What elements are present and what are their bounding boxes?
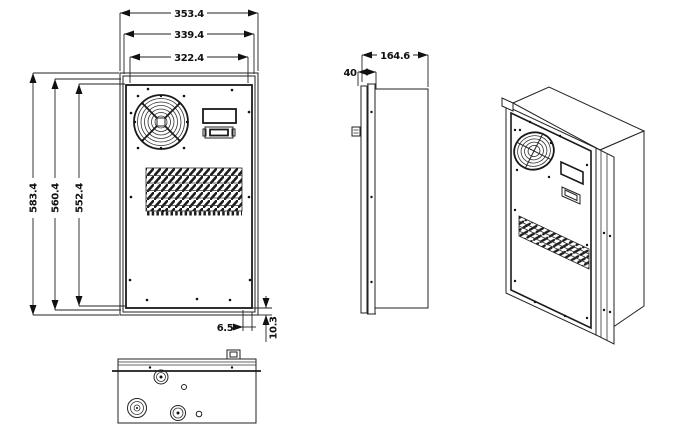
side-view (351, 83, 429, 315)
dimension-width-middle: 339.4 (123, 28, 255, 74)
dimension-corner-y: 10.3 (252, 296, 280, 342)
iso-handle (561, 186, 581, 205)
dim-label-339-4: 339.4 (174, 30, 204, 41)
bottom-connector-tab (226, 349, 241, 360)
dimension-corner-x: 6.5 (217, 310, 256, 334)
isometric-view (501, 86, 646, 345)
dim-label-583-4: 583.4 (29, 183, 40, 213)
side-front-strip-2 (367, 83, 376, 315)
side-front-strip-1 (360, 85, 368, 314)
dimension-height-middle: 560.4 (49, 78, 121, 311)
cable-glands (127, 369, 203, 421)
dim-label-560-4: 560.4 (51, 183, 62, 213)
louver-vents (145, 167, 243, 216)
side-latch (351, 126, 361, 137)
dim-label-552-4: 552.4 (75, 183, 86, 213)
front-flange-outer (119, 72, 259, 316)
iso-louvers (518, 215, 590, 270)
iso-frame-bars (595, 147, 615, 345)
handle (202, 126, 236, 139)
iso-display-window (560, 160, 584, 186)
dim-label-322-4: 322.4 (174, 53, 204, 64)
dim-label-10-3: 10.3 (269, 316, 280, 340)
dimension-height-outer: 583.4 (27, 72, 119, 316)
iso-mount-ear (501, 97, 514, 112)
side-body (374, 88, 429, 309)
panel-screws (128, 87, 252, 302)
bottom-body (117, 358, 257, 424)
dimension-depth-overall: 164.6 (361, 49, 429, 87)
dim-label-6-5: 6.5 (217, 323, 234, 334)
display-window (202, 108, 237, 124)
iso-screws (513, 120, 589, 320)
dimension-height-inner: 552.4 (73, 83, 125, 307)
dimension-width-inner: 322.4 (129, 51, 249, 83)
front-view (119, 72, 259, 316)
bottom-view (112, 349, 261, 424)
dim-label-164-6: 164.6 (380, 51, 410, 62)
dimension-width-outer: 353.4 (119, 7, 259, 71)
fan (133, 94, 189, 150)
front-flange-inner (122, 75, 256, 313)
iso-fan (513, 131, 555, 171)
dimension-depth-flange: 40 (343, 68, 377, 89)
front-panel (125, 84, 253, 309)
dim-label-353-4: 353.4 (174, 9, 204, 20)
dim-label-40: 40 (343, 68, 357, 79)
